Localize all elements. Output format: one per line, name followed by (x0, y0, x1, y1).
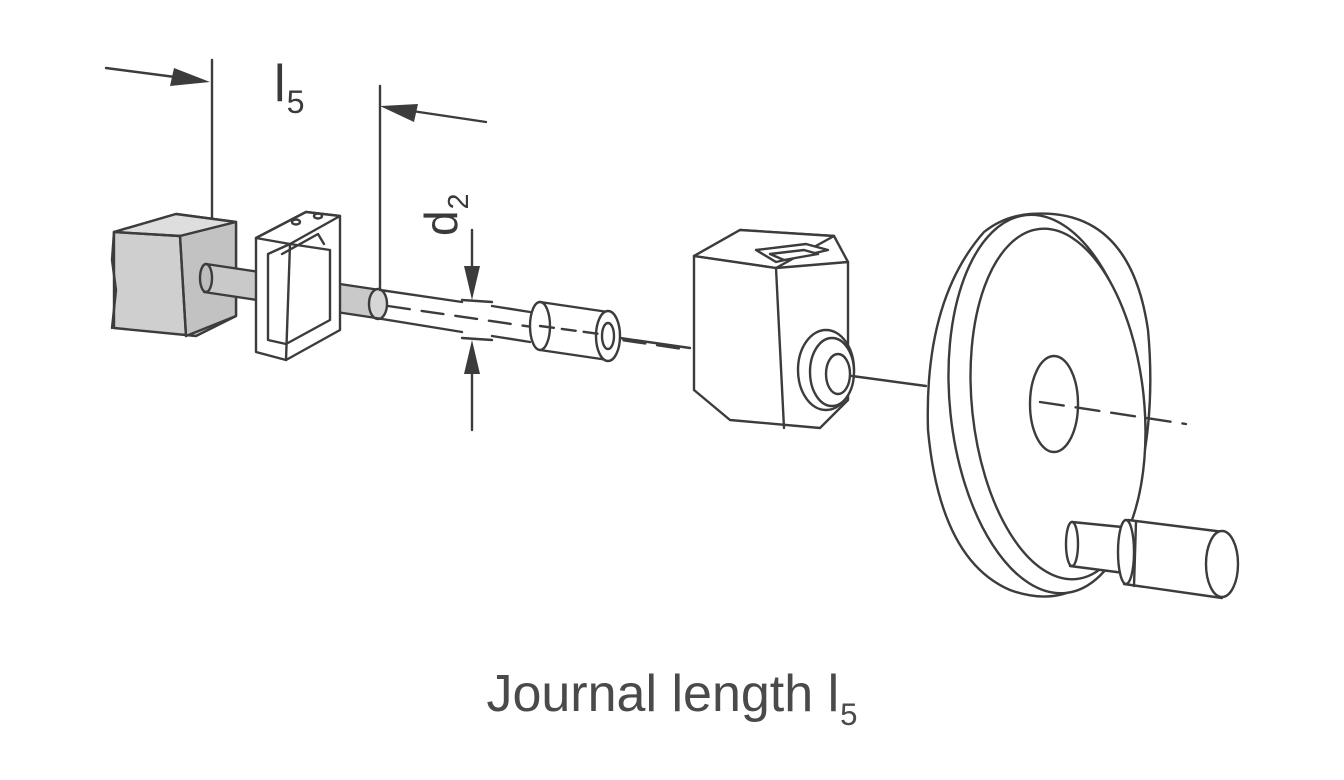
dimension-subscript-5: 5 (286, 84, 305, 121)
dimension-l5-right-arrow (378, 84, 488, 292)
handwheel (926, 212, 1188, 598)
dimension-label-l5: l5 (274, 55, 305, 118)
axis-line-2 (850, 374, 928, 388)
dimension-l5-left-arrow (104, 58, 214, 234)
dimension-subscript-2: 2 (442, 193, 475, 210)
caption-subscript: 5 (840, 697, 858, 733)
caption-text: Journal length l (486, 665, 840, 723)
position-indicator (692, 228, 856, 430)
axis-line-1 (618, 336, 692, 350)
dimension-d2-arrows (460, 228, 494, 432)
clamp-bracket (254, 210, 342, 362)
bushing (528, 300, 622, 363)
dimension-symbol-l: l (274, 55, 286, 113)
handwheel-grip (1064, 518, 1240, 600)
figure-caption: Journal length l5 (0, 665, 1344, 730)
spindle-block (110, 212, 238, 338)
dimension-symbol-d: d (415, 210, 467, 236)
dimension-label-d2: d2 (415, 194, 475, 236)
